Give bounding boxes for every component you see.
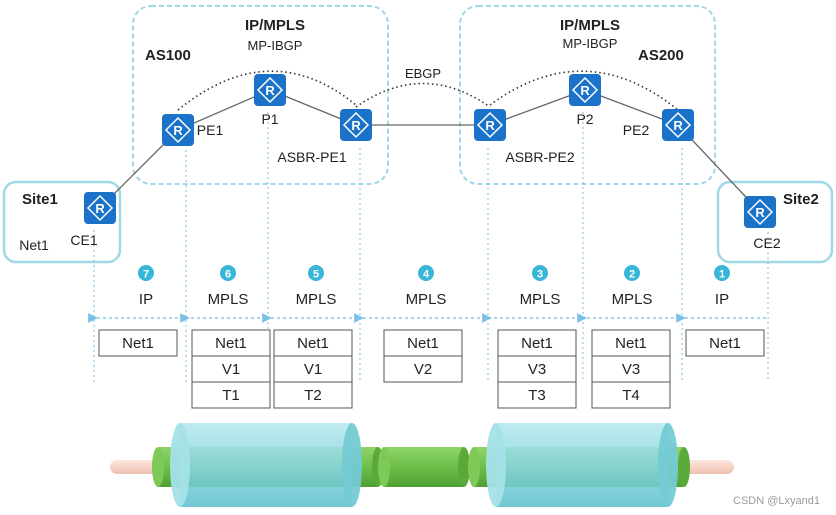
step-number: 6 [225, 269, 231, 281]
label-cell: V3 [528, 361, 546, 378]
router-p2[interactable]: R [569, 74, 601, 106]
router-icon: R [265, 83, 275, 98]
step-protocol: IP [139, 291, 153, 308]
label-cell: T4 [622, 387, 640, 404]
label-cell: Net1 [407, 335, 439, 352]
step-protocol: MPLS [208, 291, 249, 308]
label-cell: T3 [528, 387, 546, 404]
pe2-label: PE2 [623, 122, 650, 138]
router-asbr-pe1[interactable]: R [340, 109, 372, 141]
p2-label: P2 [576, 111, 593, 127]
p1-label: P1 [261, 111, 278, 127]
step-4: 4 MPLS Net1 V2 [383, 265, 463, 383]
step-number: 3 [537, 269, 543, 281]
step-2: 2 MPLS Net1 V3 T4 [591, 265, 671, 409]
label-cell: Net1 [122, 335, 154, 352]
as200-title: IP/MPLS [560, 17, 620, 34]
step-3: 3 MPLS Net1 V3 T3 [497, 265, 577, 409]
site2-label: Site2 [783, 191, 819, 208]
as200-name: AS200 [638, 47, 684, 64]
router-icon: R [351, 118, 361, 133]
label-cell: V3 [622, 361, 640, 378]
tunnel-left [180, 423, 352, 507]
router-ce1[interactable]: R [84, 192, 116, 224]
label-cell: Net1 [615, 335, 647, 352]
ebgp-arc [355, 82, 491, 108]
step-number: 1 [719, 269, 725, 281]
step-5: 5 MPLS Net1 V1 T2 [273, 265, 353, 409]
ce2-label: CE2 [753, 235, 780, 251]
lsp-middle [384, 447, 464, 487]
step-number: 5 [313, 269, 319, 281]
label-cell: V2 [414, 361, 432, 378]
step-protocol: MPLS [406, 291, 447, 308]
router-icon: R [580, 83, 590, 98]
step-7: 7 IP Net1 [98, 265, 178, 357]
as100-title: IP/MPLS [245, 17, 305, 34]
step-number: 4 [423, 269, 430, 281]
label-cell: V1 [222, 361, 240, 378]
label-cell: Net1 [709, 335, 741, 352]
mp-ibgp-as100-arc [177, 70, 357, 111]
step-protocol: MPLS [612, 291, 653, 308]
as200-session-label: MP-IBGP [563, 36, 618, 51]
label-cell: Net1 [297, 335, 329, 352]
site1-area [2, 180, 122, 264]
net1-site-label: Net1 [19, 237, 49, 253]
router-icon: R [673, 118, 683, 133]
router-icon: R [485, 118, 495, 133]
step-protocol: MPLS [520, 291, 561, 308]
router-asbr-pe2[interactable]: R [474, 109, 506, 141]
router-p1[interactable]: R [254, 74, 286, 106]
label-cell: V1 [304, 361, 322, 378]
pe1-label: PE1 [197, 122, 224, 138]
asbr-pe1-label: ASBR-PE1 [277, 149, 346, 165]
router-icon: R [173, 123, 183, 138]
step-protocol: IP [715, 291, 729, 308]
router-icon: R [95, 201, 105, 216]
site1-label: Site1 [22, 191, 58, 208]
step-1: 1 IP Net1 [685, 265, 765, 357]
label-cell: T2 [304, 387, 322, 404]
mp-ibgp-as200-arc [489, 70, 679, 111]
step-6: 6 MPLS Net1 V1 T1 [191, 265, 271, 409]
tunnel-right [496, 423, 668, 507]
router-ce2[interactable]: R [744, 196, 776, 228]
as100-session-label: MP-IBGP [248, 38, 303, 53]
physical-links [99, 89, 761, 213]
router-pe1[interactable]: R [162, 114, 194, 146]
step-number: 7 [143, 269, 149, 281]
label-cell: Net1 [215, 335, 247, 352]
site2-area [716, 180, 834, 264]
tunnel-illustration [110, 423, 734, 507]
watermark: CSDN @Lxyand1 [733, 495, 820, 507]
router-pe2[interactable]: R [662, 109, 694, 141]
router-icon: R [755, 205, 765, 220]
label-cell: T1 [222, 387, 240, 404]
as100-name: AS100 [145, 47, 191, 64]
step-protocol: MPLS [296, 291, 337, 308]
label-cell: Net1 [521, 335, 553, 352]
step-number: 2 [629, 269, 635, 281]
ce1-label: CE1 [70, 232, 97, 248]
asbr-pe2-label: ASBR-PE2 [505, 149, 574, 165]
ebgp-label: EBGP [405, 66, 441, 81]
